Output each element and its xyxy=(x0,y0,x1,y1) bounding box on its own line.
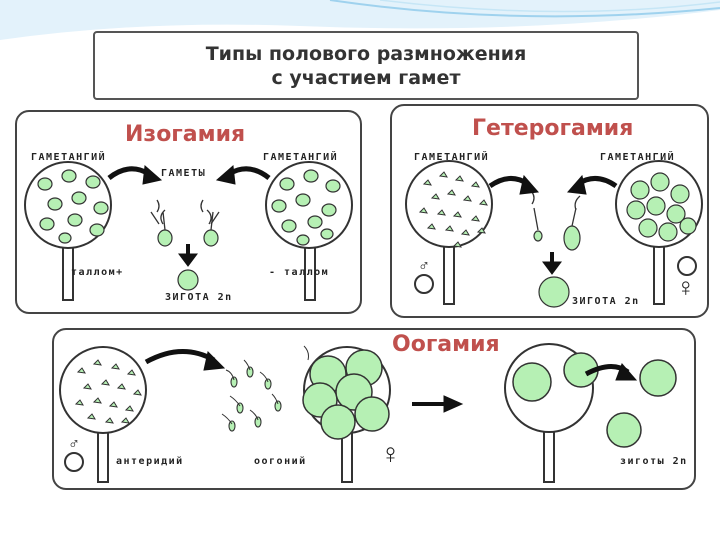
isogamy-zygote-label: ЗИГОТА 2n xyxy=(165,292,233,303)
heterogamy-heading: Гетерогамия xyxy=(472,116,634,141)
heterogamy-zygote-label: ЗИГОТА 2n xyxy=(572,296,640,307)
oogamy-female-symbol: ♀ xyxy=(380,438,401,469)
isogamy-thallus-plus-label: таллом+ xyxy=(71,267,124,278)
oogamy-antheridium-label: антеридий xyxy=(116,456,184,467)
isogamy-heading: Изогамия xyxy=(125,122,246,147)
male-symbol: ♂ xyxy=(418,258,430,275)
isogamy-drawing xyxy=(24,161,353,301)
isogamy-panel: Изогамия ГАМЕТАНГИЙ ГАМЕТАНГИЙ ГАМЕТЫ та… xyxy=(15,110,362,314)
oogamy-male-symbol: ♂ xyxy=(68,436,80,453)
heterogamy-gametangium-right-label: ГАМЕТАНГИЙ xyxy=(600,152,676,163)
oogamy-zygote-label: зиготы 2n xyxy=(620,456,688,467)
female-symbol: ♀ xyxy=(676,272,696,302)
heterogamy-panel: Гетерогамия ГАМЕТАНГИЙ ГАМЕТАНГИЙ ЗИГОТА… xyxy=(390,104,709,318)
isogamy-thallus-minus-label: - таллом xyxy=(269,267,330,278)
header-decoration xyxy=(0,0,720,40)
title-line-1: Типы полового размножения xyxy=(205,42,527,65)
oogamy-heading: Оогамия xyxy=(392,332,500,357)
oogamy-panel: Оогамия антеридий оогоний зиготы 2n ♂ ♀ xyxy=(52,328,696,490)
heterogamy-drawing xyxy=(405,160,703,308)
isogamy-gametangium-left-label: ГАМЕТАНГИЙ xyxy=(31,152,107,163)
oogamy-drawing xyxy=(59,343,677,483)
heterogamy-gametangium-left-label: ГАМЕТАНГИЙ xyxy=(414,152,490,163)
oogamy-oogonium-label: оогоний xyxy=(254,456,307,467)
title-box: Типы полового размножения с участием гам… xyxy=(93,31,639,100)
isogamy-gametangium-right-label: ГАМЕТАНГИЙ xyxy=(263,152,339,163)
isogamy-gametes-label: ГАМЕТЫ xyxy=(161,168,207,179)
title-line-2: с участием гамет xyxy=(271,66,461,89)
